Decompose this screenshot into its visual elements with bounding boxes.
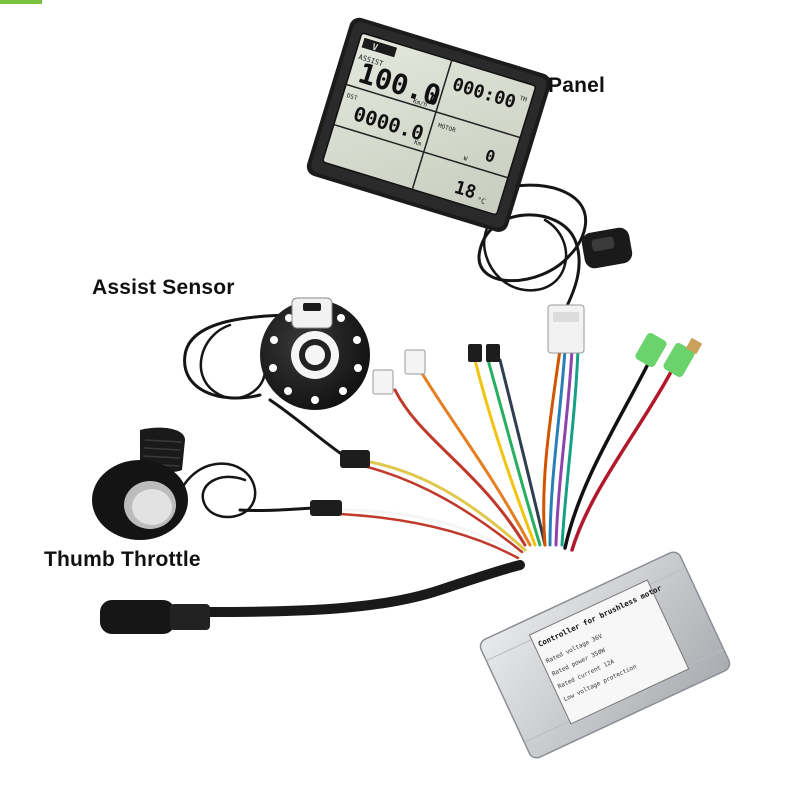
thumb-throttle-caption: Thumb Throttle bbox=[44, 548, 201, 571]
motor-unit: W bbox=[463, 155, 469, 163]
panel-cable bbox=[428, 183, 588, 312]
dist-label: DST bbox=[346, 92, 359, 102]
thumb-throttle bbox=[92, 427, 188, 540]
lcd-screen bbox=[322, 32, 536, 216]
panel-caption: Panel bbox=[548, 74, 606, 97]
display-panel: V ASSIST 100.0 Km/h 000:00 TM DST 0000.0… bbox=[306, 17, 551, 232]
controller-label-plate bbox=[528, 579, 690, 725]
handlebar-switch bbox=[581, 227, 633, 269]
throttle-lever bbox=[140, 427, 185, 473]
motor-plug bbox=[100, 600, 210, 634]
assist-sensor bbox=[260, 297, 370, 410]
controller-box: Controller for brushless motor Rated vol… bbox=[479, 551, 731, 759]
assist-sensor-caption: Assist Sensor bbox=[92, 276, 235, 299]
speed-unit: Km/h bbox=[412, 98, 428, 109]
motor-cable bbox=[205, 560, 525, 617]
sensor-head bbox=[291, 297, 333, 329]
brand-logo bbox=[361, 37, 398, 58]
logo-mark: V bbox=[371, 43, 380, 54]
corner-accent-bar bbox=[0, 0, 42, 4]
connectors bbox=[310, 304, 703, 516]
panel-cable-loop bbox=[483, 213, 568, 292]
time-unit: TM bbox=[519, 95, 528, 104]
temperature-unit: °C bbox=[476, 196, 486, 206]
throttle-lead bbox=[238, 506, 322, 513]
sensor-cable-loop bbox=[199, 323, 266, 400]
distance-unit: Km bbox=[413, 139, 422, 148]
